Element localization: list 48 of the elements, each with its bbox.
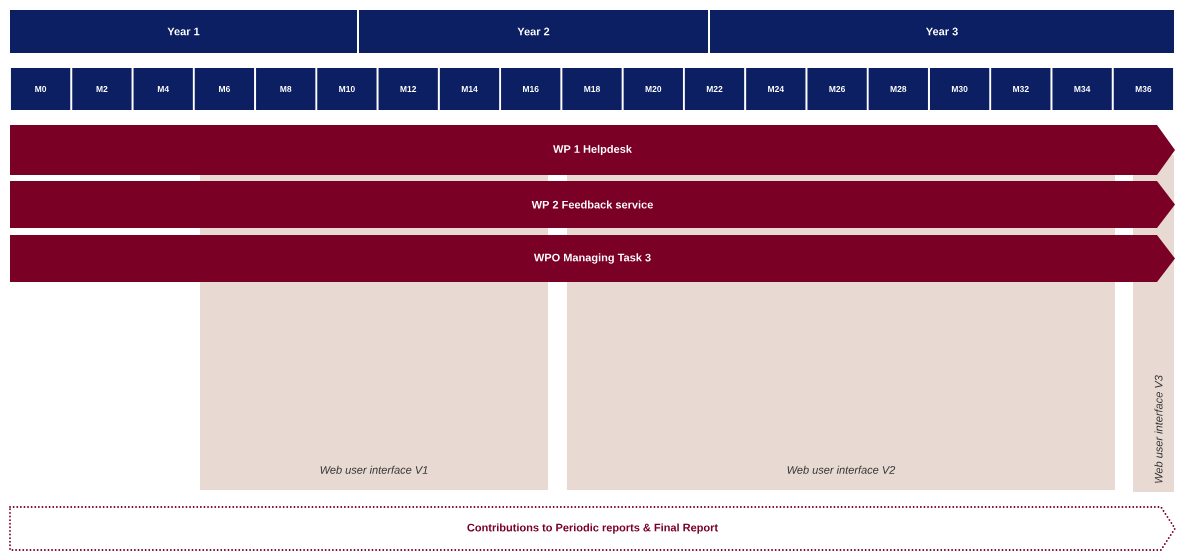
work-package-banner: WP 1 Helpdesk [10,125,1175,175]
month-cell: M32 [991,68,1051,110]
node-label: M36 [1135,86,1152,93]
node-label: M12 [400,86,417,92]
month-cell: M4 [133,68,193,110]
node-label: Year 3 [925,27,958,36]
node-label: M16 [523,86,539,93]
node-label: M26 [829,86,846,93]
month-cell: M20 [623,68,683,110]
node-label: Year 2 [517,27,550,36]
month-cell: M12 [378,68,438,110]
month-cell: M6 [194,68,255,110]
work-package-banner: WP 2 Feedback service [10,181,1175,228]
work-package-banner: WPO Managing Task 3 [10,235,1175,282]
node-label: M22 [706,86,723,92]
year-bar: Year 2 [359,10,708,53]
month-cell: M36 [1113,68,1174,110]
node-label: M10 [339,86,355,93]
month-cell: M28 [868,68,928,110]
month-cell: M30 [929,68,990,110]
month-cell: M2 [72,68,132,110]
month-cell: M26 [807,68,867,110]
node-label: Year 1 [167,27,200,36]
node-label: M32 [1013,86,1029,93]
node-label: M2 [96,86,108,92]
node-label: M8 [280,86,292,93]
node-label: M0 [35,86,47,93]
node-label: M28 [890,86,907,93]
year-bar: Year 1 [10,10,357,53]
month-cell: M14 [439,68,500,110]
node-label: M20 [645,86,662,93]
month-cell: M0 [10,68,71,110]
node-label: M34 [1074,86,1091,93]
month-cell: M10 [317,68,377,110]
node-label: M24 [768,86,785,92]
dotted-banner: Contributions to Periodic reports & Final Report [9,506,1177,551]
node-label: M4 [157,86,170,92]
month-cell: M22 [684,68,745,110]
month-cell: M16 [501,68,561,110]
node-label: M14 [461,86,478,92]
month-cell: M34 [1052,68,1112,110]
month-cell: M24 [746,68,806,110]
month-cell: M8 [256,68,316,110]
year-bar: Year 3 [710,10,1174,53]
node-label: M18 [584,86,601,93]
month-cell: M18 [562,68,622,110]
node-label: M6 [219,86,230,93]
node-label: M30 [951,86,968,93]
